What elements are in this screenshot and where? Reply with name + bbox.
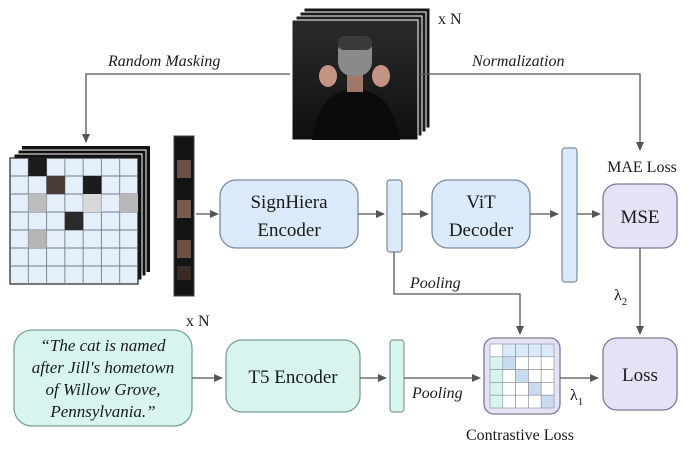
matrix-cell xyxy=(502,356,516,370)
matrix-cell xyxy=(528,394,542,409)
matrix-cell xyxy=(540,356,555,370)
vit-label-2: Decoder xyxy=(449,220,514,241)
masked-patch-grid xyxy=(9,146,150,285)
matrix-cell xyxy=(502,394,516,409)
latent-feature-bar xyxy=(386,179,403,253)
signhiera-label-2: Encoder xyxy=(257,220,321,241)
matrix-cell xyxy=(502,343,516,358)
quote-line-2: after Jill's hometown xyxy=(32,358,174,377)
matrix-cell xyxy=(515,394,529,409)
t5-label: T5 Encoder xyxy=(248,367,338,388)
signer-image xyxy=(312,36,400,140)
caption-quote-box: “The cat is named after Jill's hometown … xyxy=(13,329,193,427)
matrix-cell xyxy=(502,369,516,383)
quote-line-3: of Willow Grove, xyxy=(45,380,160,399)
text-feature-bar xyxy=(389,339,405,413)
loss-label: Loss xyxy=(622,365,658,386)
random-masking-arrow xyxy=(82,73,290,143)
bottom-pooling-label: Pooling xyxy=(411,385,463,402)
contrastive-loss-label: Contrastive Loss xyxy=(466,427,574,444)
video-frame-stack xyxy=(291,7,431,141)
matrix-cell xyxy=(515,343,529,358)
top-multiplier: x N xyxy=(438,11,462,28)
random-masking-label: Random Masking xyxy=(107,53,220,70)
signhiera-label-1: SignHiera xyxy=(250,192,328,213)
matrix-cell xyxy=(528,382,542,396)
text-multiplier: x N xyxy=(186,313,210,330)
matrix-cell xyxy=(515,382,529,396)
matrix-cell xyxy=(528,369,542,383)
matrix-cell xyxy=(502,382,516,396)
matrix-cell xyxy=(540,369,555,383)
top-pooling-arrow xyxy=(393,252,524,335)
top-pooling-label: Pooling xyxy=(409,275,461,292)
matrix-cell xyxy=(515,356,529,370)
matrix-cell xyxy=(489,382,504,396)
vit-label-1: ViT xyxy=(466,192,496,213)
contrastive-matrix xyxy=(483,337,561,415)
quote-line-4: Pennsylvania.” xyxy=(49,402,155,421)
normalization-label: Normalization xyxy=(471,53,564,70)
patch-token-strip xyxy=(173,135,195,297)
normalization-arrow xyxy=(420,73,644,151)
mse-label: MSE xyxy=(620,207,659,228)
vit-decoder: ViT Decoder xyxy=(431,179,531,249)
matrix-cell xyxy=(489,356,504,370)
matrix-cell xyxy=(489,394,504,409)
matrix-cell xyxy=(528,356,542,370)
matrix-cell xyxy=(489,343,504,358)
matrix-cell xyxy=(515,369,529,383)
matrix-cell xyxy=(528,343,542,358)
matrix-cell xyxy=(489,369,504,383)
signhiera-encoder: SignHiera Encoder xyxy=(219,179,359,249)
matrix-cell xyxy=(540,343,555,358)
quote-line-1: “The cat is named xyxy=(40,336,166,355)
total-loss-box: Loss xyxy=(602,337,678,411)
lambda1-label: λ1 xyxy=(570,387,583,408)
mse-box: MSE xyxy=(602,183,678,249)
decoder-output-bar xyxy=(561,147,578,283)
matrix-cell xyxy=(540,394,555,409)
lambda2-label: λ2 xyxy=(614,287,627,308)
mae-loss-label: MAE Loss xyxy=(607,159,677,176)
t5-encoder: T5 Encoder xyxy=(225,339,361,413)
matrix-cell xyxy=(540,382,555,396)
